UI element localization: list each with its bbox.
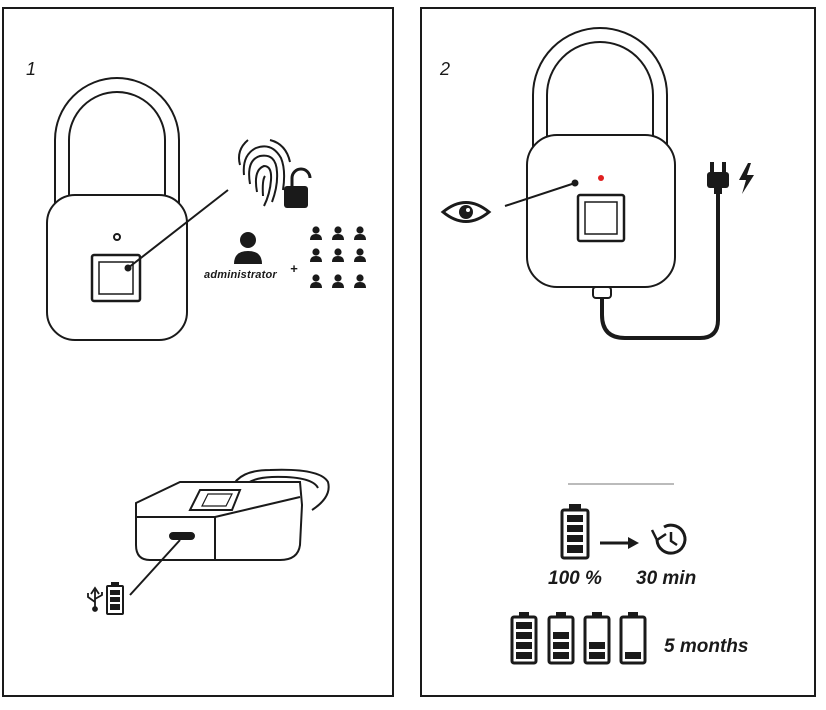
user-group-icon [310,226,366,288]
timer-icon [650,523,687,555]
arrow-right-icon [600,537,639,549]
usb-icon [87,586,103,612]
fingerprint-icon [238,139,291,207]
sensor-point [124,264,132,272]
charge-level-label: 100 % [548,568,602,589]
panel-1-frame [2,7,394,697]
padlock-icon [526,27,676,299]
usb-pointer-line [129,539,181,596]
administrator-label: administrator [204,269,277,281]
lightning-icon [739,163,754,194]
panel-1-number: 1 [26,59,37,79]
indicator-pointer-line [504,182,576,207]
charge-time-label: 30 min [636,568,697,589]
padlock-usb-view [135,468,330,561]
battery-life-label: 5 months [664,636,749,657]
plus-sign: + [290,261,298,276]
panel-2-number: 2 [440,59,451,79]
administrator-icon [234,232,262,264]
panel-2-frame [420,7,816,697]
indicator-led [598,175,604,181]
charging-cable [600,192,720,340]
eye-icon [440,201,492,223]
unlocked-lock-icon [284,167,312,208]
battery-levels-icon [510,612,647,665]
power-plug-icon [707,162,729,194]
sensor-pointer-line [127,189,229,269]
battery-icon [106,582,124,615]
battery-full-icon [560,504,590,560]
padlock-icon [46,77,188,341]
